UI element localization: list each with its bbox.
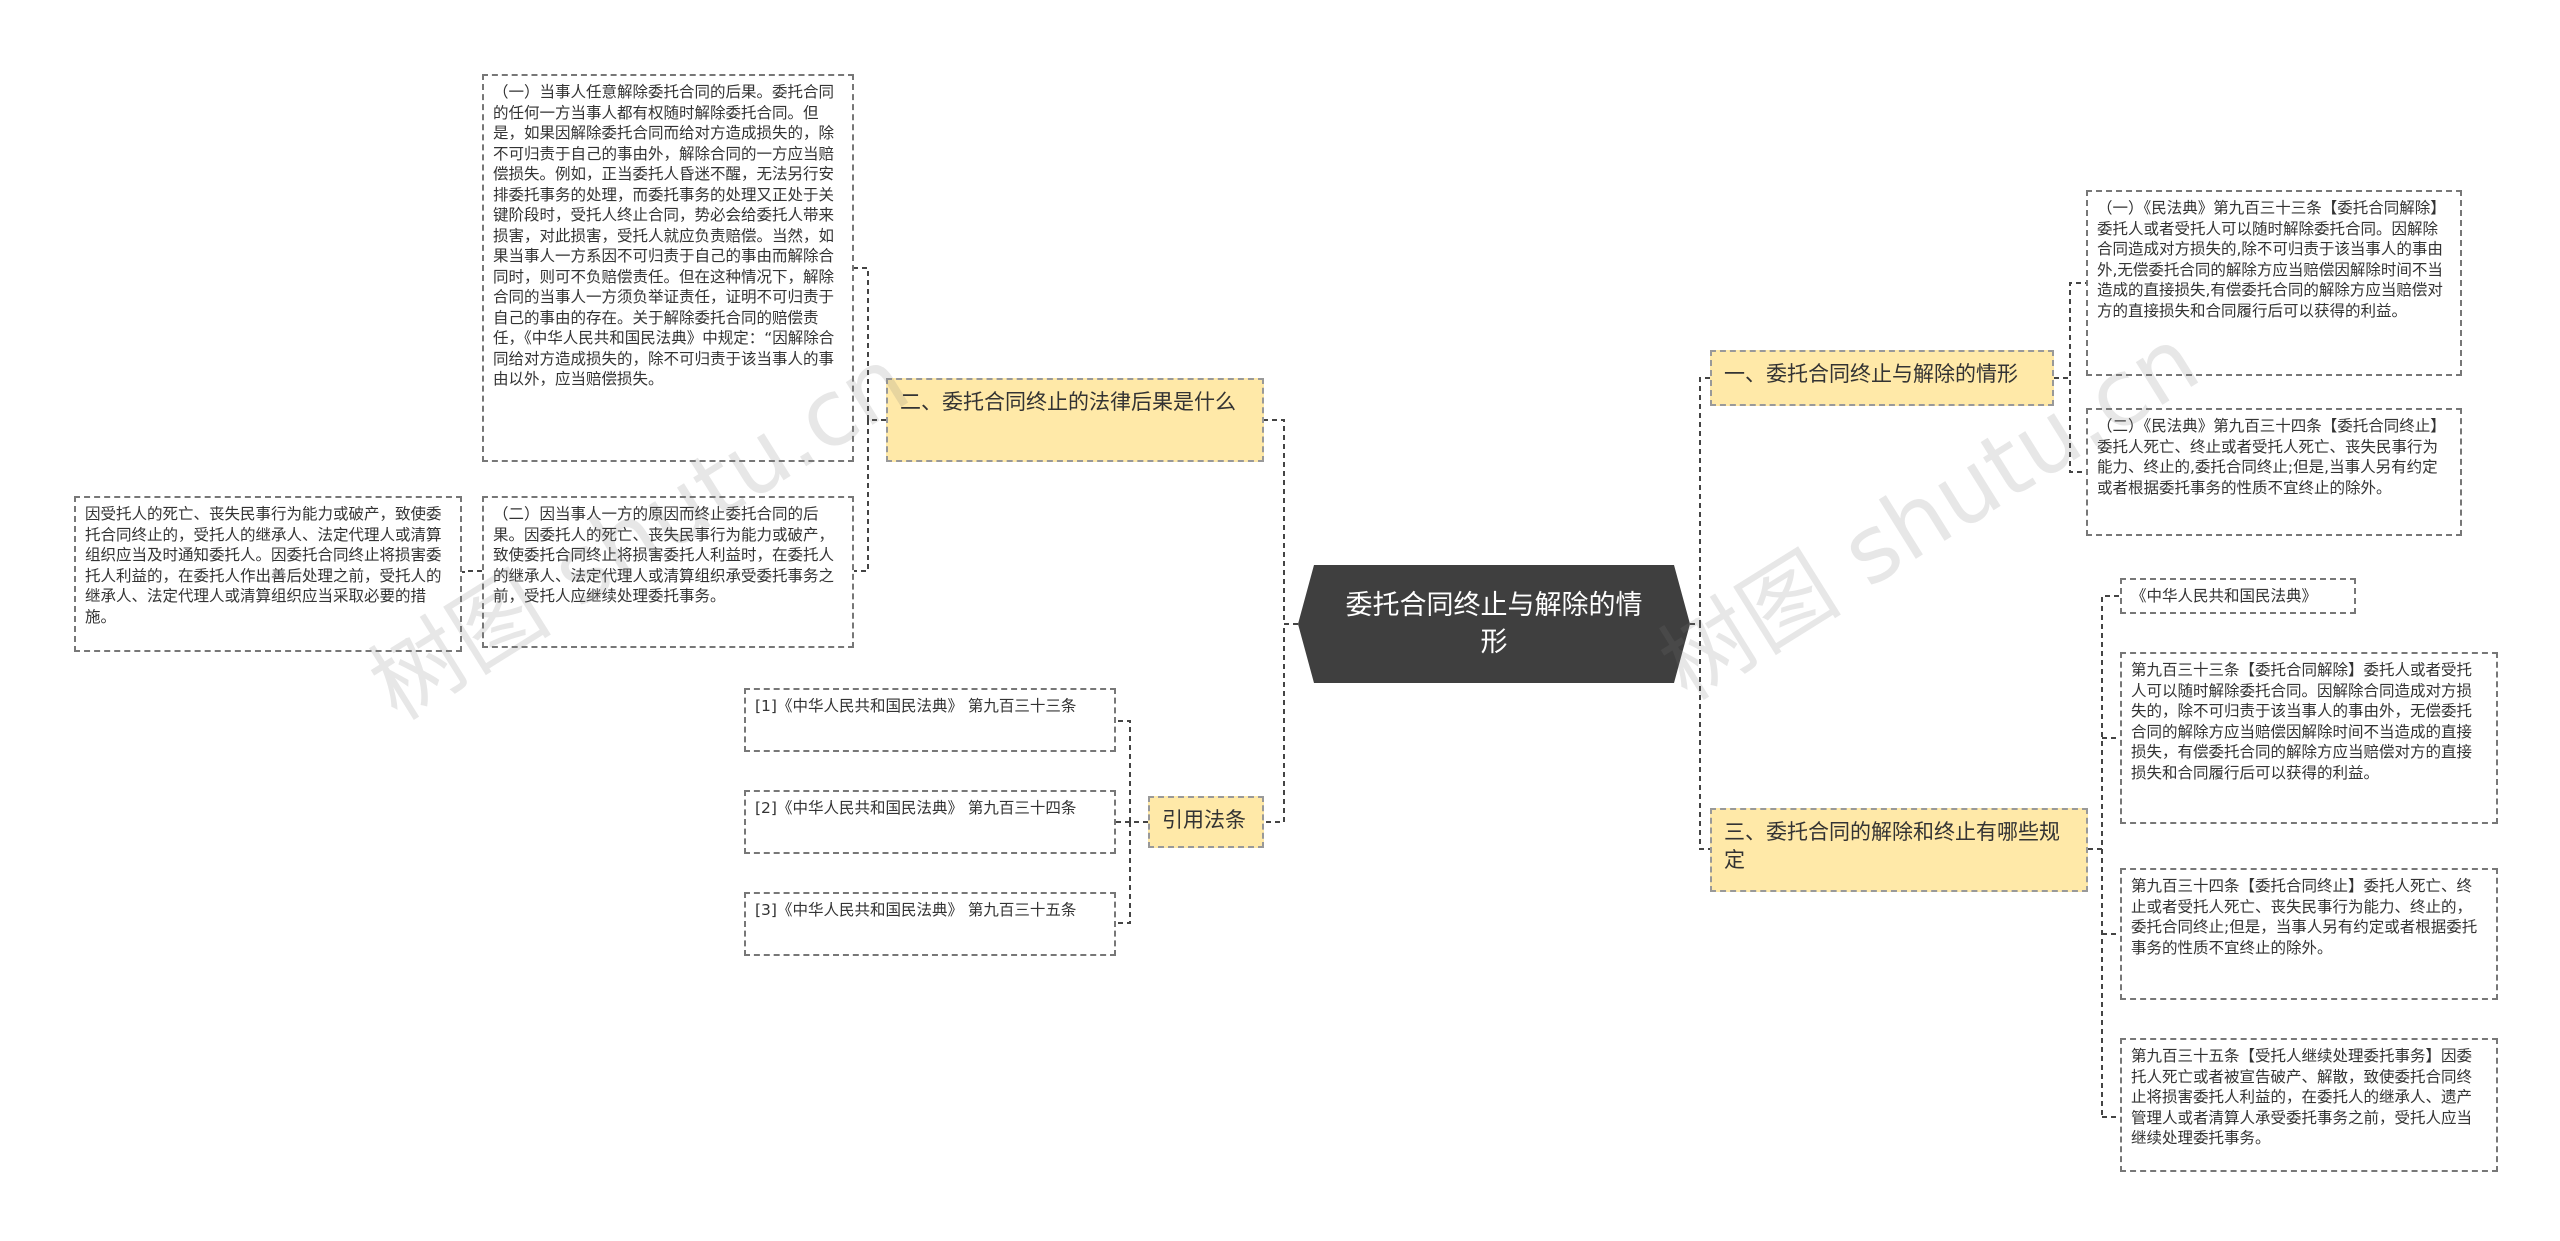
link-b2-c2-gc (462, 570, 482, 573)
b4-item-2: [2]《中华人民共和国民法典》 第九百三十四条 (744, 790, 1116, 854)
b4-item-1: [1]《中华人民共和国民法典》 第九百三十三条 (744, 688, 1116, 752)
b3-item-3: 第九百三十四条【委托合同终止】委托人死亡、终止或者受托人死亡、丧失民事行为能力、… (2120, 868, 2498, 1000)
root-label: 委托合同终止与解除的情形 (1345, 590, 1643, 658)
link-b1-c1 (2054, 282, 2086, 379)
b1-item-1: （一）《民法典》第九百三十三条【委托合同解除】委托人或者受托人可以随时解除委托合… (2086, 190, 2462, 376)
link-b1-c2 (2054, 377, 2086, 473)
b4-item-3: [3]《中华人民共和国民法典》 第九百三十五条 (744, 892, 1116, 956)
b3-item-2: 第九百三十三条【委托合同解除】委托人或者受托人可以随时解除委托合同。因解除合同造… (2120, 652, 2498, 824)
b3-item-4: 第九百三十五条【受托人继续处理委托事务】因委托人死亡或者被宣告破产、解散，致使委… (2120, 1038, 2498, 1172)
link-b3-c (2088, 595, 2120, 850)
b1-item-2: （二）《民法典》第九百三十四条【委托合同终止】委托人死亡、终止或者受托人死亡、丧… (2086, 408, 2462, 536)
link-root-b3 (1690, 623, 1710, 850)
root-shape (1298, 565, 1690, 683)
b2-grandchild: 因受托人的死亡、丧失民事行为能力或破产，致使委托合同终止的，受托人的继承人、法定… (74, 496, 462, 652)
link-root-b4 (1264, 623, 1298, 823)
link-b4-c (1116, 720, 1148, 823)
root-node[interactable]: 委托合同终止与解除的情形 (1298, 565, 1690, 683)
link-b2-c (854, 267, 886, 421)
b2-item-2: （二）因当事人一方的原因而终止委托合同的后果。因委托人的死亡、丧失民事行为能力或… (482, 496, 854, 648)
branch-termination-situations[interactable]: 一、委托合同终止与解除的情形 (1710, 350, 2054, 406)
b2-item-1: （一）当事人任意解除委托合同的后果。委托合同的任何一方当事人都有权随时解除委托合… (482, 74, 854, 462)
b3-item-1: 《中华人民共和国民法典》 (2120, 578, 2356, 614)
link-root-b1 (1690, 377, 1710, 625)
branch-rules[interactable]: 三、委托合同的解除和终止有哪些规定 (1710, 808, 2088, 892)
branch-legal-consequences[interactable]: 二、委托合同终止的法律后果是什么 (886, 378, 1264, 462)
branch-cited-laws[interactable]: 引用法条 (1148, 796, 1264, 848)
link-root-b2 (1264, 419, 1298, 625)
